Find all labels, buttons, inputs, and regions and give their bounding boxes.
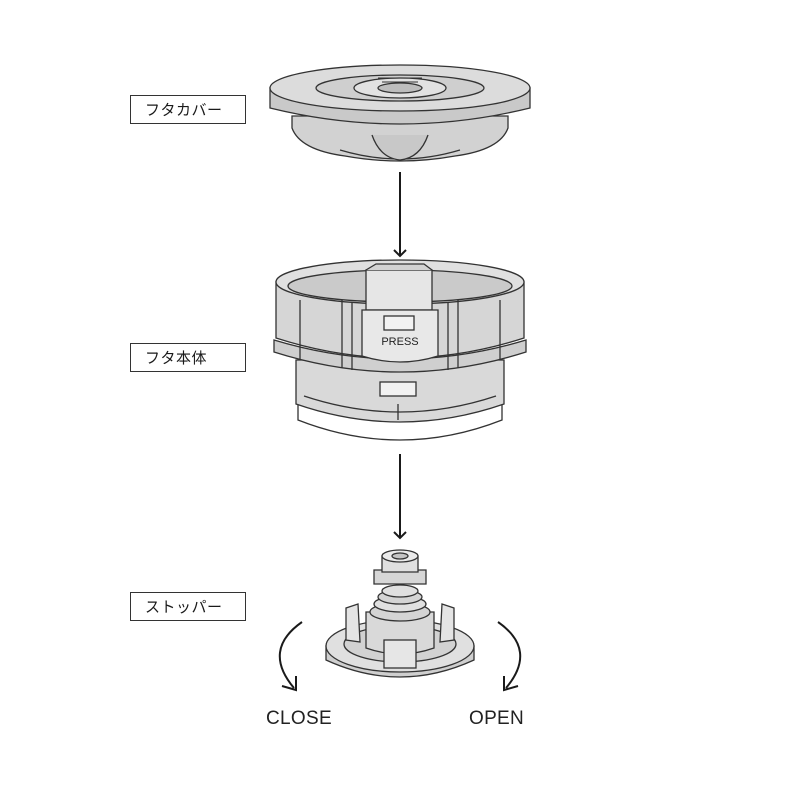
lid-cover-label: フタカバー — [130, 95, 246, 124]
close-caption: CLOSE — [266, 708, 332, 729]
stopper-label-text: ストッパー — [145, 598, 223, 616]
stopper-part — [325, 549, 475, 678]
stopper-label: ストッパー — [130, 592, 246, 621]
close-rotation-arrow-icon — [278, 621, 303, 692]
lid-body-part: PRESS — [273, 259, 527, 441]
press-text: PRESS — [381, 336, 418, 348]
lid-cover-label-text: フタカバー — [145, 101, 223, 119]
open-caption: OPEN — [469, 708, 525, 729]
open-rotation-arrow-icon — [497, 621, 522, 692]
lid-body-label: フタ本体 — [130, 343, 246, 372]
lid-cover-part — [269, 64, 531, 162]
lid-body-label-text: フタ本体 — [145, 349, 208, 367]
